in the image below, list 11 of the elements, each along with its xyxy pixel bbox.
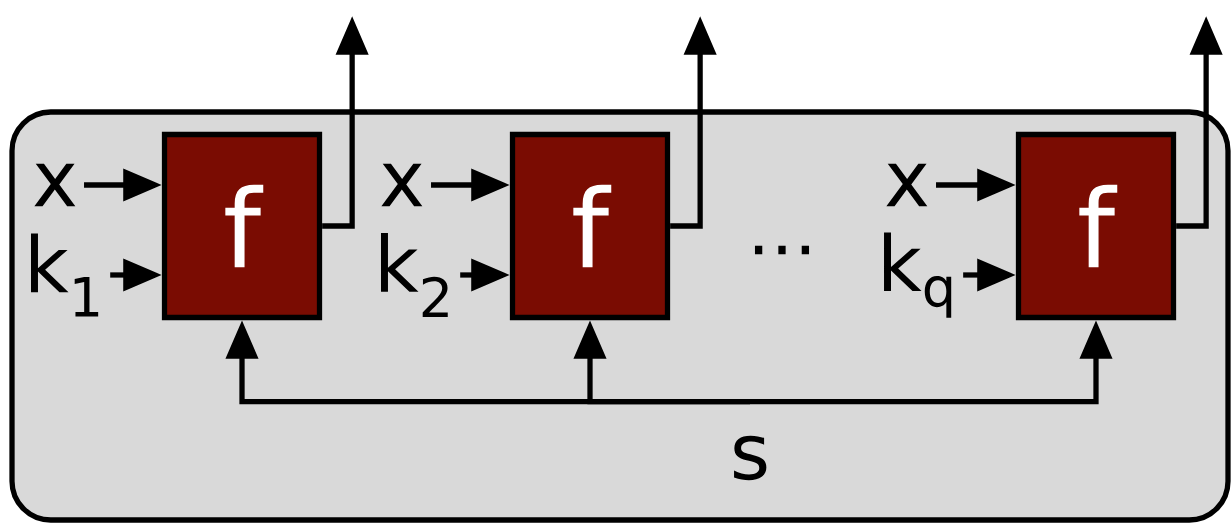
function-box: f [509,131,671,321]
input-label: k$_{q}$ [884,232,952,318]
input-label: k$_{1}$ [31,233,99,317]
input-label: x [34,163,76,207]
input-label: x [381,163,423,207]
input-label: x [886,163,928,207]
input-label: k$_{2}$ [381,233,448,317]
ellipsis: … [754,245,810,255]
input-label: s [734,435,767,481]
function-box: f [161,131,323,321]
function-box: f [1015,131,1177,321]
